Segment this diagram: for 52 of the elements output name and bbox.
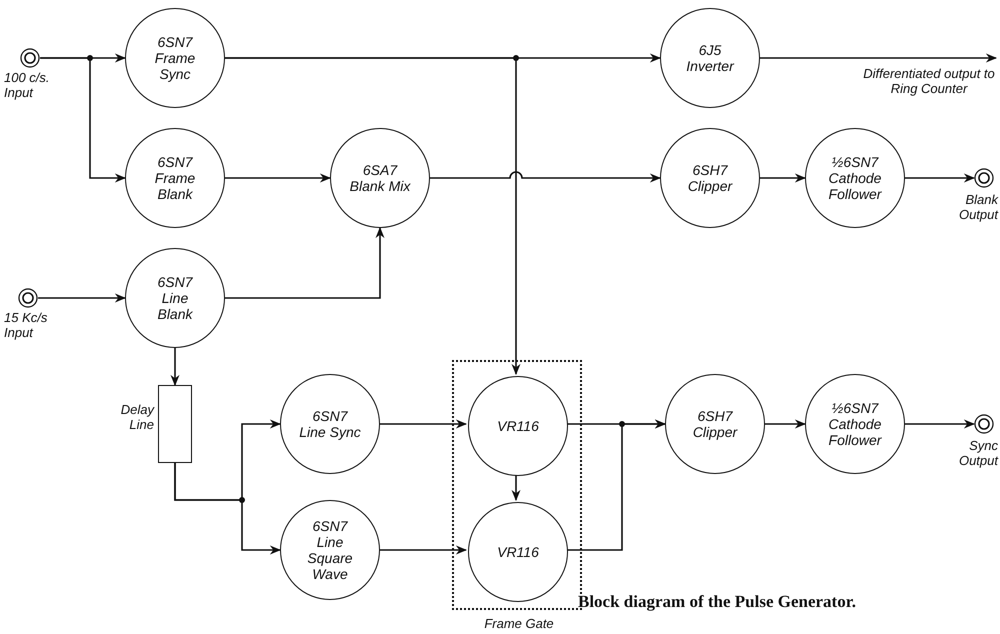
tube-type-label: VR116: [496, 418, 540, 434]
signal-arrow: [905, 174, 976, 182]
stage-name-label: Frame Sync: [154, 50, 196, 82]
tube-type-label: 6SH7: [696, 408, 734, 424]
component-label: Blank Output: [958, 192, 998, 222]
signal-arrow: [40, 57, 126, 182]
stage-name-label: Line Square Wave: [306, 534, 354, 582]
component-label: Sync Output: [958, 438, 998, 468]
tube-type-label: ½6SN7: [830, 400, 880, 416]
signal-arrow: [512, 474, 520, 502]
stage-name-label: Inverter: [685, 58, 736, 74]
signal-arrow: [760, 174, 806, 182]
signal-arrow: [760, 54, 998, 62]
stage-name-label: Clipper: [692, 424, 738, 440]
tube-type-label: 6J5: [698, 42, 722, 58]
component-label: 15 Kc/s Input: [4, 310, 48, 340]
tube-type-label: ½6SN7: [830, 154, 880, 170]
stage-name-label: Line Blank: [156, 290, 194, 322]
socket-symbol: [20, 48, 40, 68]
tube-type-label: 6SN7: [156, 34, 194, 50]
signal-arrow: [765, 420, 806, 428]
signal-arrow: [170, 348, 180, 386]
socket-symbol: [974, 414, 994, 434]
component-label: 100 c/s. Input: [4, 70, 51, 100]
stage-name-label: Cathode Follower: [828, 170, 883, 202]
signal-arrow: [38, 294, 126, 302]
component-label: Delay Line: [120, 402, 154, 432]
signal-arrow: [430, 171, 662, 182]
signal-arrow: [380, 546, 468, 554]
tube-type-label: 6SN7: [156, 154, 194, 170]
signal-arrow: [905, 420, 976, 428]
signal-arrow: [566, 420, 666, 551]
stage-name-label: Blank Mix: [349, 178, 411, 194]
tube-type-label: 6SN7: [311, 408, 349, 424]
signal-arrow: [225, 174, 332, 182]
tube-type-label: 6SN7: [311, 518, 349, 534]
edge-label: Differentiated output to Ring Counter: [862, 66, 996, 96]
tube-type-label: 6SN7: [156, 274, 194, 290]
signal-arrow: [225, 57, 520, 376]
tube-type-label: 6SA7: [362, 162, 398, 178]
signal-arrow: [225, 226, 384, 299]
stage-name-label: Line Sync: [299, 424, 361, 440]
socket-symbol: [18, 288, 38, 308]
socket-symbol: [974, 168, 994, 188]
group-label: Frame Gate: [483, 616, 555, 631]
signal-arrow: [380, 420, 468, 428]
stage-name-label: Clipper: [686, 178, 734, 194]
stage-name-label: Cathode Follower: [828, 416, 883, 448]
tube-type-label: VR116: [496, 544, 540, 560]
signal-arrow: [174, 463, 282, 554]
tube-type-label: 6SH7: [691, 162, 729, 178]
stage-name-label: Frame Blank: [154, 170, 196, 202]
